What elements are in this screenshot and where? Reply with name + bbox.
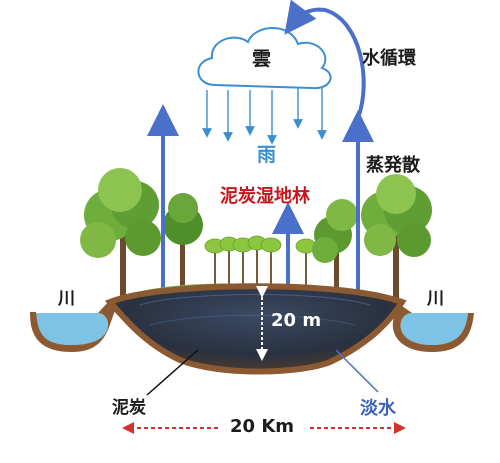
peat-dome	[104, 283, 407, 375]
width-label: 20 Km	[230, 416, 295, 437]
peat-swamp-forest-label: 泥炭湿地林	[220, 186, 310, 207]
cloud	[197, 27, 332, 90]
tree-left-2	[163, 193, 203, 295]
peat-label: 泥炭	[112, 398, 146, 418]
evaporation-arrows	[147, 104, 374, 290]
river-left-label: 川	[58, 289, 75, 309]
water-cycle-arrow	[284, 0, 366, 119]
freshwater-label: 淡水	[360, 398, 396, 419]
tree-right	[361, 174, 432, 300]
tree-left	[80, 168, 161, 300]
cloud-label: 雲	[252, 48, 272, 70]
water-cycle-label: 水循環	[362, 48, 416, 69]
palm-trees	[204, 235, 317, 290]
depth-label: 20 m	[271, 310, 322, 331]
rain-arrows	[202, 88, 327, 145]
freshwater-leader-line	[335, 349, 379, 393]
tree-right-mid	[312, 199, 358, 290]
evapotranspiration-label: 蒸発散	[366, 155, 420, 176]
river-right	[392, 306, 474, 352]
rain-label: 雨	[257, 144, 277, 166]
peat-leader-line	[146, 349, 199, 396]
river-right-label: 川	[427, 289, 444, 309]
